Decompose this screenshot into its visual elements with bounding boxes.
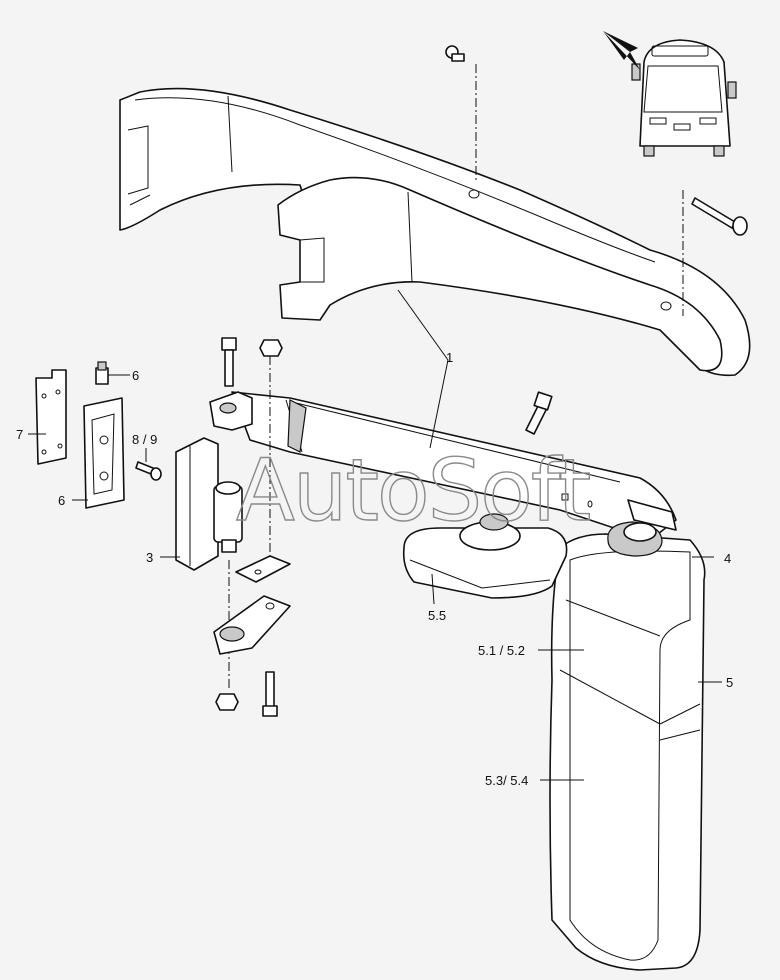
bolt-top [221, 337, 237, 387]
mirror-cap-55 [402, 513, 568, 599]
mount-bracket [175, 391, 253, 571]
callout-6-bottom: 6 [58, 493, 65, 508]
plate-6 [83, 397, 125, 509]
callout-labels: 1 3 4 5 5.5 5.1 / 5.2 5.3/ 5.4 6 6 7 8 /… [16, 350, 733, 788]
plate-lower [235, 555, 291, 583]
nut-top [259, 339, 283, 357]
screw-long [691, 197, 748, 236]
callout-6-top: 6 [132, 368, 139, 383]
arm-cover-front [277, 176, 723, 372]
mirror-pivot [607, 499, 677, 557]
callout-1: 1 [446, 350, 453, 365]
mirror-housing [549, 533, 706, 971]
clamp-lower [213, 595, 291, 655]
nut-bottom [215, 693, 239, 711]
callout-3: 3 [146, 550, 153, 565]
callout-7: 7 [16, 427, 23, 442]
bolt-bottom [262, 671, 278, 717]
plate-7 [35, 369, 67, 465]
watermark-text: AutoSoft [236, 441, 590, 541]
callout-5: 5 [726, 675, 733, 690]
callout-5-1-5-2: 5.1 / 5.2 [478, 643, 525, 658]
bus-front-locator-icon [631, 39, 737, 157]
callout-5-3-5-4: 5.3/ 5.4 [485, 773, 528, 788]
connector-6 [95, 361, 109, 385]
bolt-small [135, 461, 162, 481]
callout-5-5: 5.5 [428, 608, 446, 623]
mirror-arm [231, 391, 677, 541]
leader-lines [28, 289, 722, 781]
callout-8-9: 8 / 9 [132, 432, 157, 447]
arrow-pointer-icon [603, 31, 640, 70]
screw-top [445, 45, 465, 62]
callout-4: 4 [724, 551, 731, 566]
bolt-arm [525, 391, 553, 435]
